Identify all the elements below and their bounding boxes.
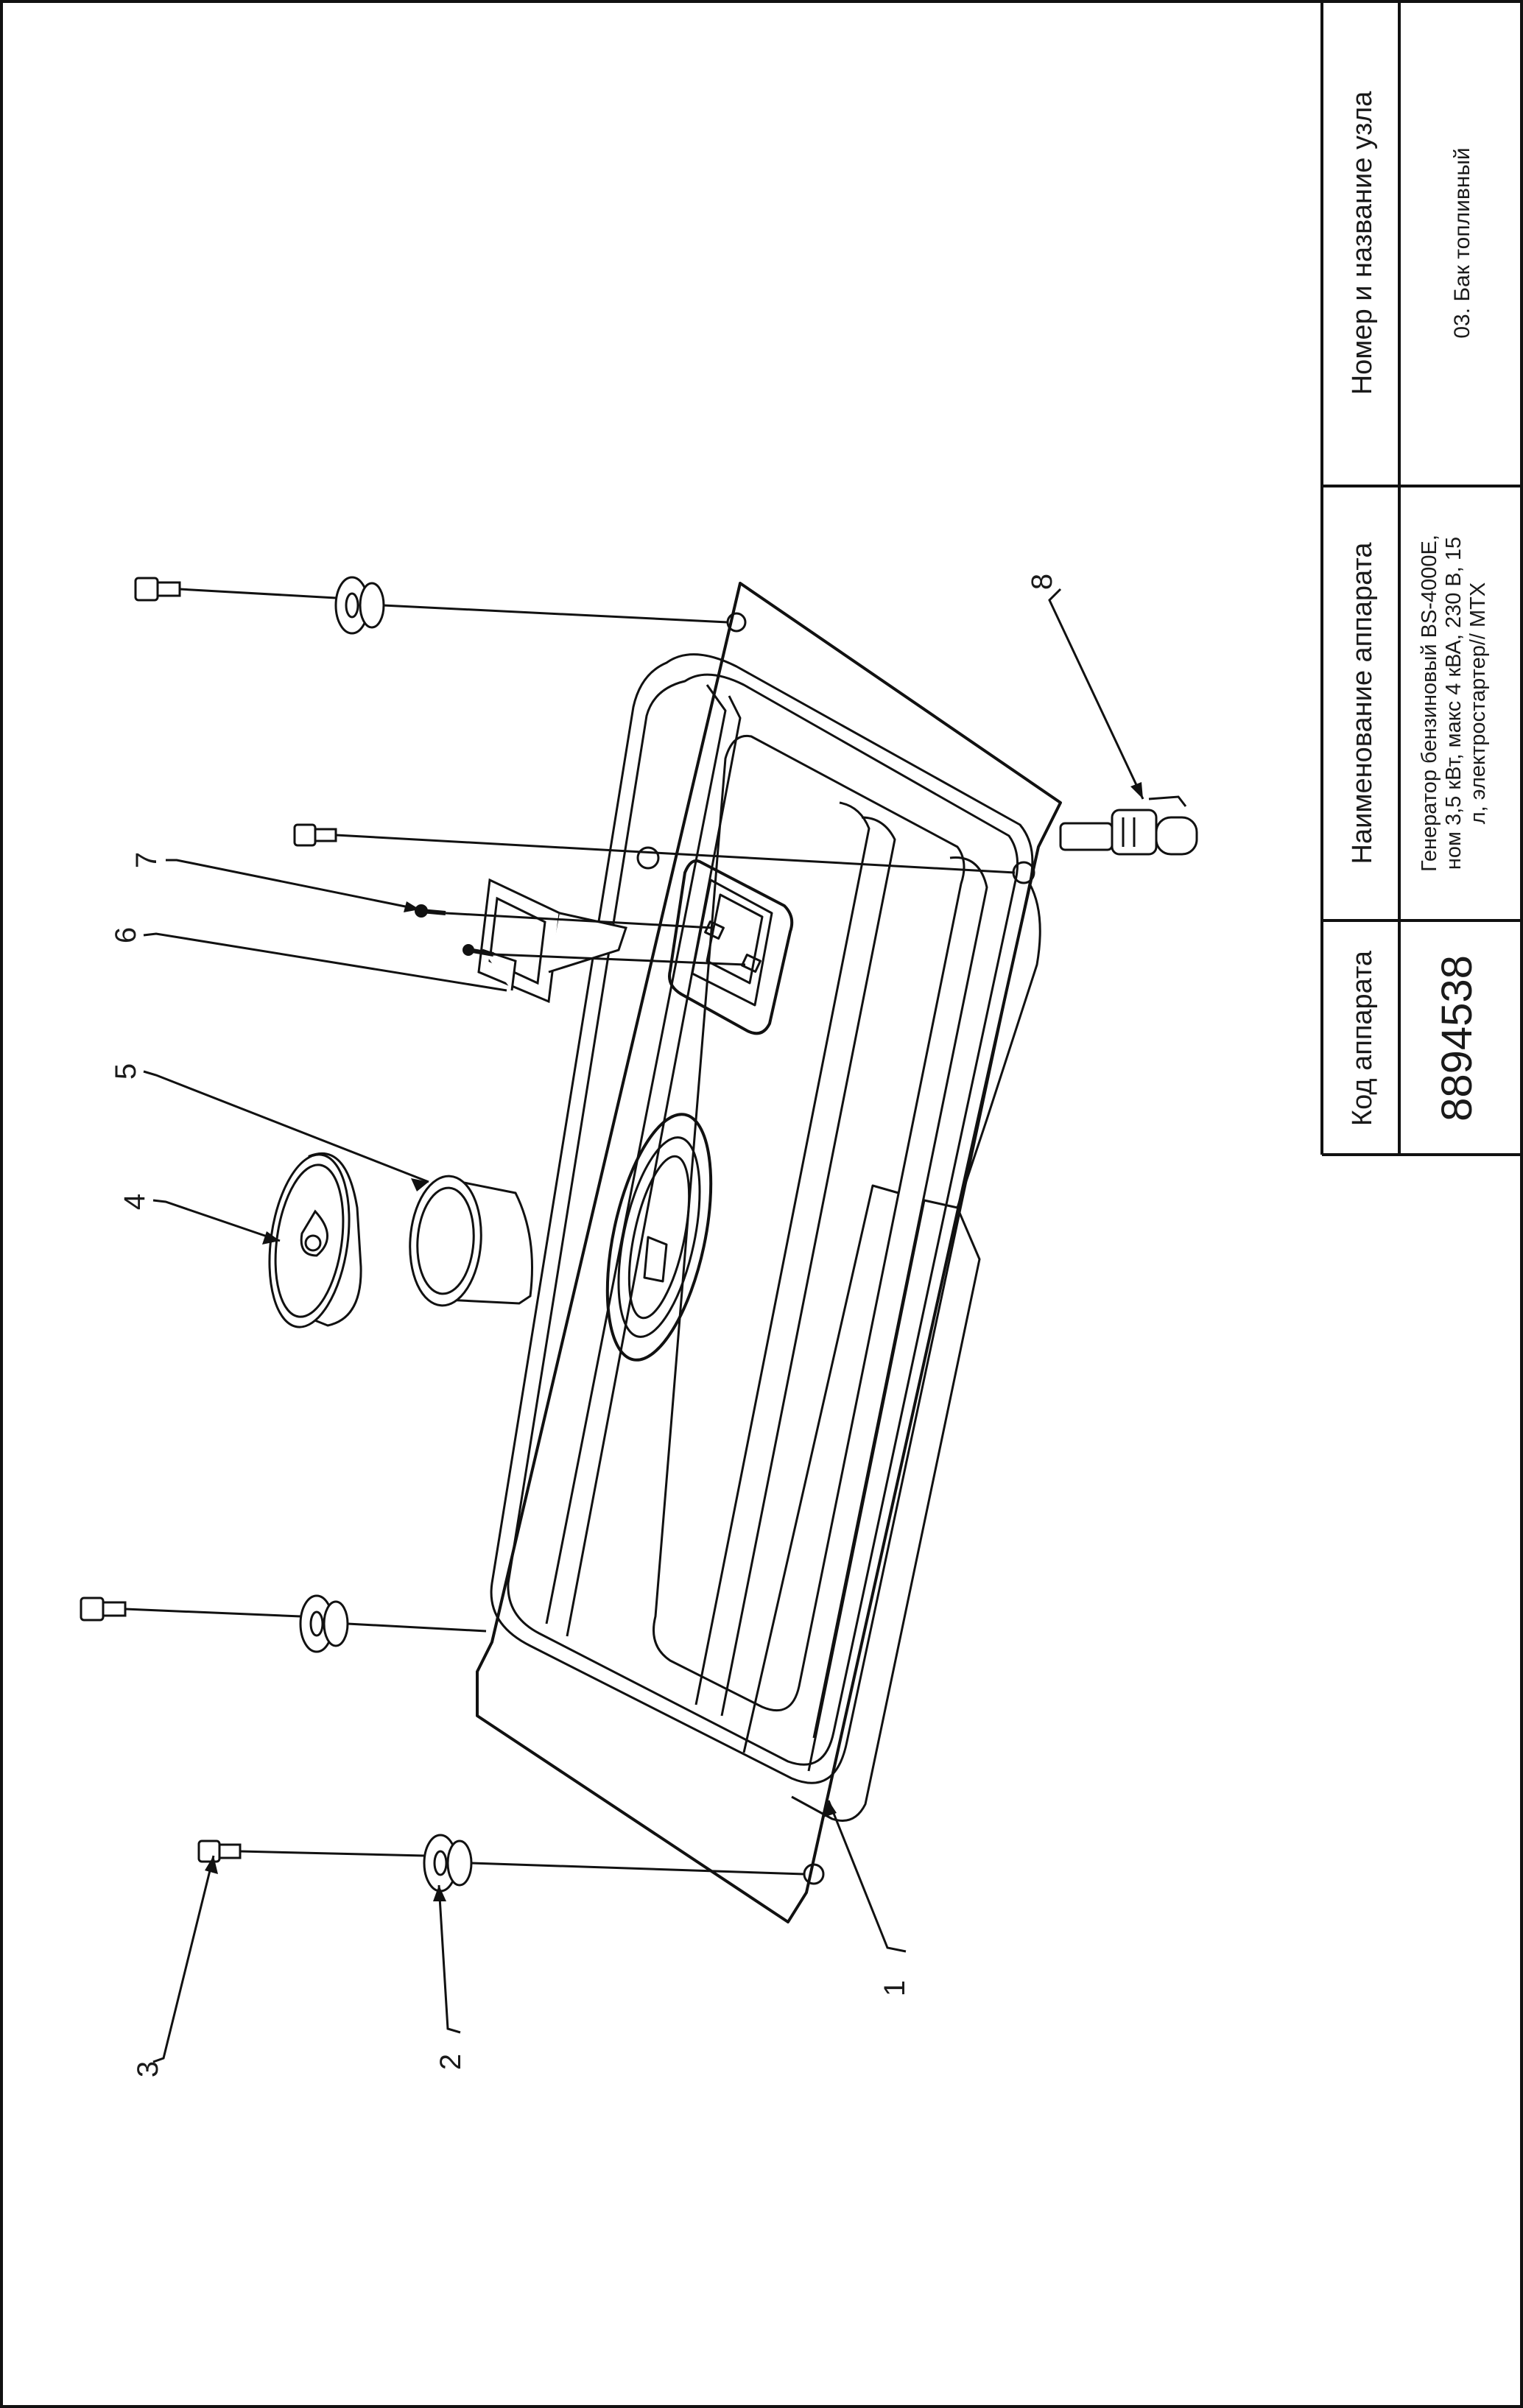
apparatus-name-line3: л, электростартер// МТХ xyxy=(1466,582,1490,824)
header-node: Номер и название узла xyxy=(1347,91,1378,395)
fuel-cap xyxy=(268,1152,362,1328)
title-block xyxy=(1320,1,1522,1156)
grommet-top xyxy=(334,576,385,635)
callout-3: 3 xyxy=(132,2061,164,2077)
gauge-bracket xyxy=(477,878,627,1004)
grommet-bottom xyxy=(423,1834,473,1893)
callout-1: 1 xyxy=(879,1980,911,1996)
callout-8: 8 xyxy=(1026,574,1058,590)
bracket-screw xyxy=(415,904,494,957)
apparatus-name-line2: ном 3,5 кВт, макс 4 кВА, 230 В, 15 xyxy=(1442,537,1466,870)
callout-7: 7 xyxy=(130,852,163,868)
callout-2: 2 xyxy=(435,2054,467,2070)
grommet-lower xyxy=(299,1594,349,1653)
callout-5: 5 xyxy=(110,1063,142,1080)
apparatus-code: 8894538 xyxy=(1433,955,1481,1122)
bolt-mid xyxy=(293,823,337,847)
callout-6: 6 xyxy=(110,927,142,943)
node-name: 03. Бак топливный xyxy=(1450,147,1474,338)
header-name: Наименование аппарата xyxy=(1347,542,1378,865)
fuel-tank xyxy=(476,582,1062,1923)
fuel-drop-icon xyxy=(300,1209,328,1257)
bolt-lower xyxy=(80,1596,127,1622)
mounting-bolts xyxy=(80,577,337,1863)
fuel-strainer xyxy=(409,1175,533,1307)
header-code: Код аппарата xyxy=(1347,950,1378,1126)
apparatus-name-line1: Генератор бензиновый BS-4000E, xyxy=(1418,535,1441,872)
fuel-valve xyxy=(1059,795,1198,856)
callout-labels: 1 2 3 4 5 6 7 8 xyxy=(110,574,1058,2077)
callout-4: 4 xyxy=(119,1194,151,1210)
bolt-bottom xyxy=(197,1840,242,1863)
grommets xyxy=(299,576,473,1893)
leader-lines xyxy=(143,588,1144,2063)
leader-arrowheads xyxy=(205,782,1143,1901)
assembly-lines xyxy=(124,588,1016,1876)
bolt-top xyxy=(134,577,181,602)
